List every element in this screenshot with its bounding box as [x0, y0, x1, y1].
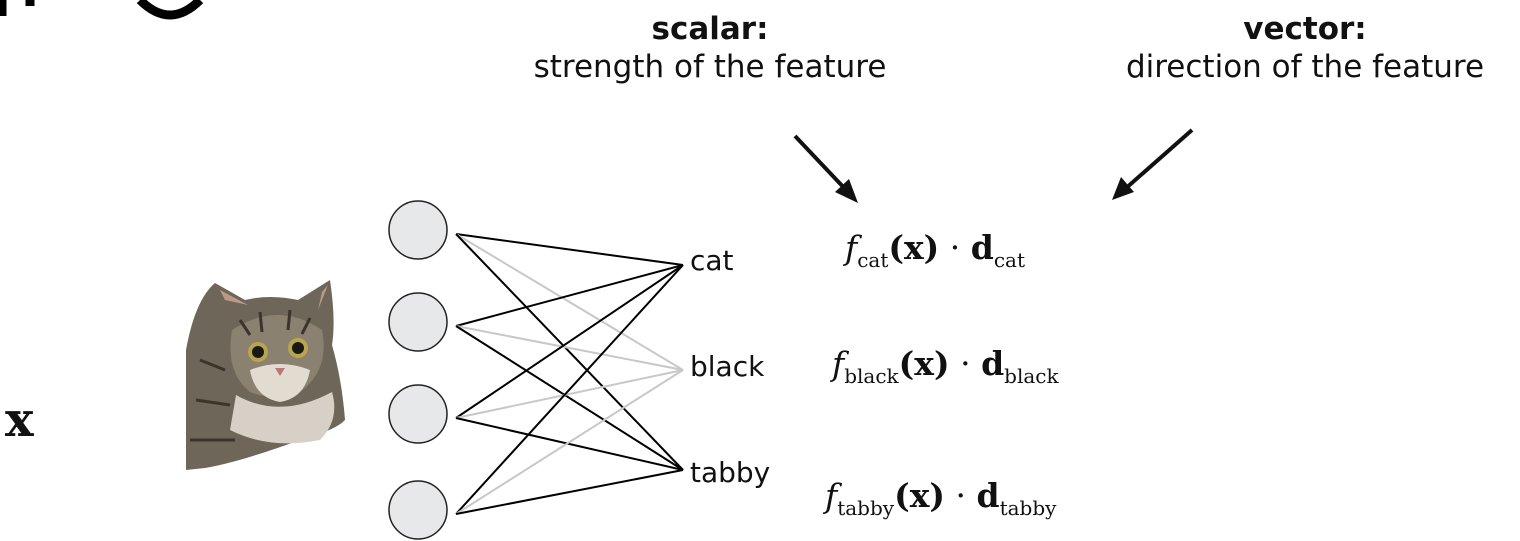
arrow-scalar — [793, 134, 850, 194]
edge-3-1 — [455, 369, 684, 515]
formula-f-sub: black — [844, 364, 899, 388]
neuron-node-2 — [388, 292, 448, 352]
edge-1-0 — [455, 264, 684, 327]
formula-f-sub: cat — [857, 248, 889, 272]
formula-f: f — [825, 476, 838, 515]
formula-d-sub: black — [1004, 364, 1059, 388]
vector-caption: vector: direction of the feature — [1090, 10, 1520, 86]
edge-1-2 — [455, 325, 684, 471]
formula-dot: · — [945, 476, 977, 515]
formula-arg: (x) — [894, 476, 945, 515]
edge-3-2 — [455, 469, 684, 515]
edge-2-0 — [455, 264, 684, 419]
arrowhead-vector — [1112, 177, 1134, 200]
formula-f: f — [845, 228, 858, 267]
neuron-node-3 — [388, 384, 448, 444]
neuron-node-1 — [388, 200, 448, 260]
cat-photo — [186, 280, 345, 470]
input-variable-x: x — [5, 392, 34, 448]
scalar-text: strength of the feature — [533, 49, 887, 85]
edge-3-0 — [455, 264, 684, 515]
formula-arg: (x) — [898, 344, 950, 383]
nodes-group — [388, 200, 448, 540]
edge-2-1 — [455, 369, 684, 419]
feature-label-cat: cat — [690, 244, 734, 277]
edge-0-1 — [455, 233, 684, 371]
vector-title: vector: — [1243, 11, 1367, 47]
formula-d-sub: tabby — [999, 496, 1057, 520]
formula-cat: fcat(x) · dcat — [845, 228, 1025, 272]
formula-f-sub: tabby — [837, 496, 895, 520]
scalar-title: scalar: — [651, 11, 769, 47]
formula-dot: · — [949, 344, 982, 383]
edge-0-0 — [455, 233, 684, 266]
vector-text: direction of the feature — [1125, 49, 1485, 85]
formula-d: d — [970, 228, 994, 267]
formula-d-sub: cat — [993, 248, 1026, 272]
formula-f: f — [832, 344, 845, 383]
arrow-vector — [1123, 128, 1194, 191]
edge-1-1 — [455, 325, 684, 371]
formula-black: fblack(x) · dblack — [832, 344, 1059, 388]
formula-dot: · — [939, 228, 971, 267]
feature-label-tabby: tabby — [690, 456, 771, 489]
cropped-heading-fragment — [0, 0, 204, 20]
neuron-node-4 — [388, 480, 448, 540]
formula-tabby: ftabby(x) · dtabby — [825, 476, 1056, 520]
formula-d: d — [976, 476, 1000, 515]
scalar-caption: scalar: strength of the feature — [470, 10, 950, 86]
feature-label-black: black — [690, 350, 765, 383]
edge-2-2 — [455, 417, 684, 471]
formula-d: d — [981, 344, 1005, 383]
edge-0-2 — [455, 233, 684, 471]
arrowhead-scalar — [835, 179, 858, 203]
edges-group — [455, 233, 684, 515]
formula-arg: (x) — [888, 228, 940, 267]
